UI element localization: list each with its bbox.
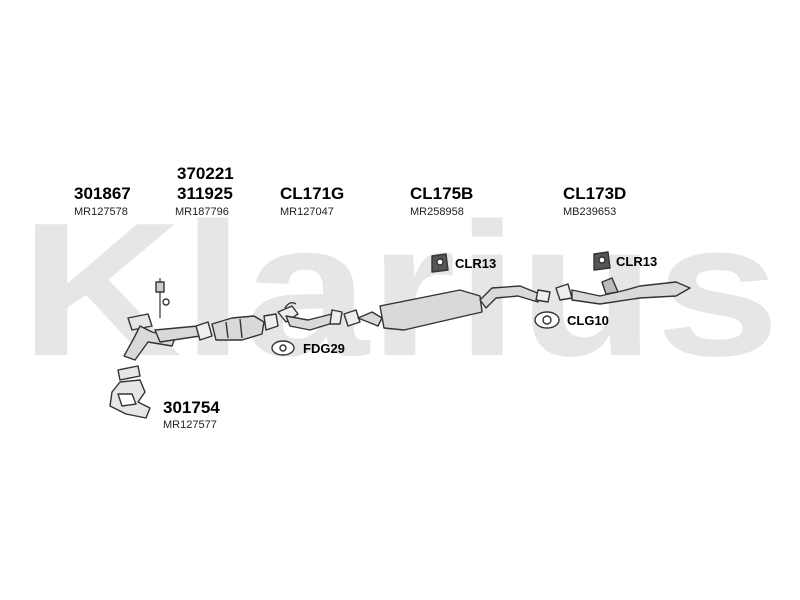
part-code-cl173d: CL173D (563, 184, 627, 203)
part-ref-mr187796: MR187796 (175, 206, 229, 218)
part-code-301754: 301754 (163, 398, 220, 417)
part-ref-mb239653: MB239653 (563, 206, 617, 218)
callout-fdg29: FDG29 (303, 341, 345, 356)
part-code-370221: 370221 (177, 164, 234, 183)
callout-clr13-center: CLR13 (455, 256, 497, 271)
part-ref-mr258958: MR258958 (410, 206, 464, 218)
part-code-311925: 311925 (177, 184, 233, 203)
part-code-301867: 301867 (74, 184, 131, 203)
gasket-clg10 (534, 311, 560, 329)
gasket-fdg29 (271, 340, 295, 356)
part-ref-mr127578: MR127578 (74, 206, 128, 218)
part-code-cl175b: CL175B (410, 184, 474, 203)
intermediate-pipe (277, 301, 343, 331)
lower-pipe (109, 379, 151, 419)
lambda-sensor (155, 278, 170, 318)
part-code-cl171g: CL171G (280, 184, 345, 203)
callout-clr13-rear: CLR13 (616, 254, 658, 269)
callout-clg10: CLG10 (567, 313, 609, 328)
part-ref-mr127047: MR127047 (280, 206, 334, 218)
center-muffler (343, 285, 551, 331)
rear-muffler (555, 277, 691, 305)
rubber-hanger-2 (593, 251, 611, 271)
front-downpipe (117, 313, 201, 381)
catalytic-converter (195, 313, 279, 341)
rubber-hanger-1 (431, 253, 449, 273)
part-ref-mr127577: MR127577 (163, 419, 217, 431)
